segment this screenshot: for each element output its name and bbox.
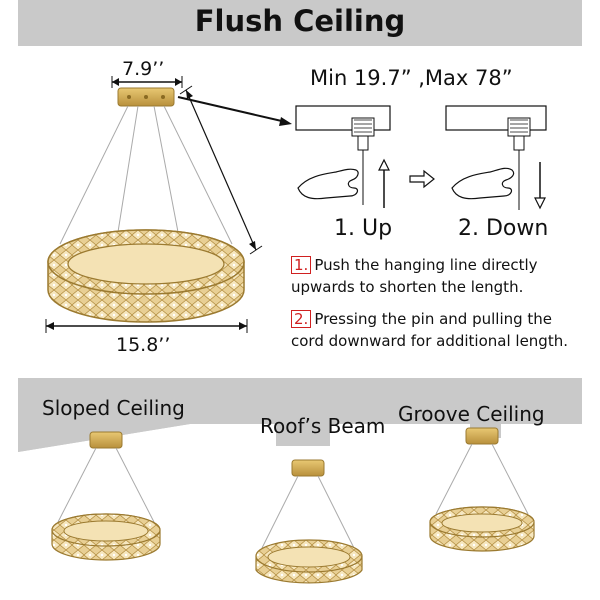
chandelier-beam	[255, 459, 363, 584]
canopy-width-label: 7.9’’	[122, 58, 165, 80]
chandelier-sloped	[51, 431, 161, 561]
title-banner	[18, 0, 582, 46]
step-2-text-line2: cord downward for additional length.	[291, 332, 568, 350]
step-2-note: 2.Pressing the pin and pulling the cord …	[291, 308, 591, 352]
step-1-note: 1.Push the hanging line directly upwards…	[291, 254, 591, 298]
roof-beam-label: Roof’s Beam	[260, 414, 386, 438]
step-1-text-line1: Push the hanging line directly	[314, 256, 538, 274]
step-2-number: 2.	[291, 310, 312, 328]
step-2-text-line1: Pressing the pin and pulling the	[314, 310, 553, 328]
sloped-ceiling-label: Sloped Ceiling	[42, 396, 185, 420]
step-1-number: 1.	[291, 256, 312, 274]
step-up-diagram	[295, 105, 391, 208]
next-step-arrow	[409, 169, 435, 189]
main-chandelier	[47, 87, 245, 323]
height-range-label: Min 19.7” ,Max 78”	[310, 66, 513, 90]
step-down-label: 2. Down	[458, 216, 549, 241]
ring-width-label: 15.8’’	[116, 334, 171, 356]
step-down-diagram	[445, 105, 547, 210]
chandelier-groove	[429, 427, 535, 552]
page-title: Flush Ceiling	[194, 4, 406, 38]
step-1-text-line2: upwards to shorten the length.	[291, 278, 524, 296]
ceiling-band	[18, 378, 582, 452]
groove-ceiling-label: Groove Ceiling	[398, 402, 545, 426]
step-up-label: 1. Up	[334, 216, 393, 241]
